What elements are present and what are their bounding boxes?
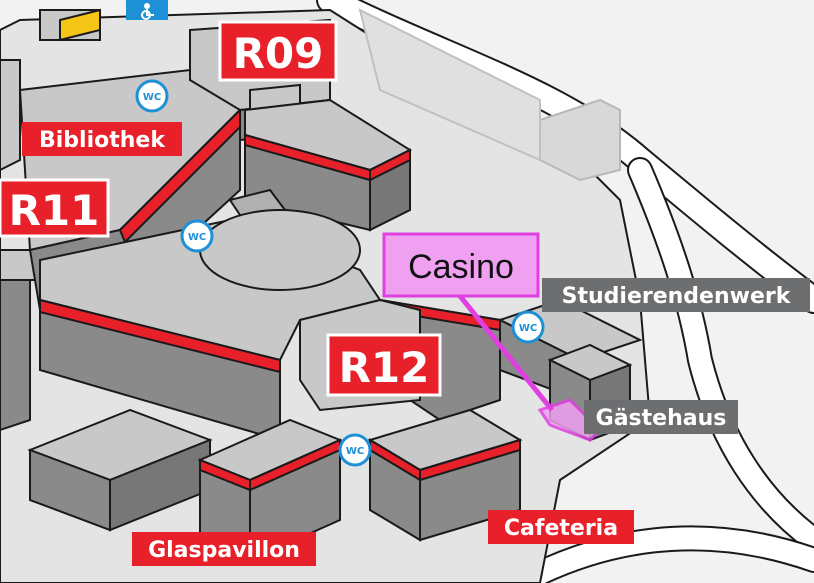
wc-icon[interactable]: WC — [338, 433, 372, 467]
casino-label: Casino — [408, 248, 514, 286]
west-buildings — [0, 8, 101, 432]
label-gaestehaus[interactable]: Gästehaus — [584, 400, 738, 434]
svg-text:Glaspavillon: Glaspavillon — [148, 538, 300, 563]
label-cafeteria[interactable]: Cafeteria — [488, 510, 634, 544]
svg-text:WC: WC — [519, 323, 537, 334]
building-r10 — [228, 98, 413, 247]
svg-text:Bibliothek: Bibliothek — [39, 128, 166, 153]
label-studierendenwerk[interactable]: Studierendenwerk — [542, 278, 810, 312]
svg-text:R09: R09 — [233, 29, 324, 78]
svg-text:Studierendenwerk: Studierendenwerk — [562, 284, 792, 309]
casino-connector — [458, 294, 554, 412]
wc-icon[interactable]: WC — [135, 79, 169, 113]
svg-text:WC: WC — [188, 232, 206, 243]
wheelchair-icon[interactable] — [126, 0, 168, 20]
label-glaspavillon[interactable]: Glaspavillon — [132, 532, 316, 566]
svg-text:Gästehaus: Gästehaus — [596, 406, 727, 431]
building-cafeteria — [367, 408, 523, 542]
wc-icons: WC WC WC WC — [135, 79, 545, 467]
svg-text:WC: WC — [346, 446, 364, 457]
building-sw — [27, 408, 213, 532]
road-south-inner — [509, 527, 814, 583]
svg-text:Cafeteria: Cafeteria — [504, 516, 618, 541]
road-east-inner — [629, 159, 814, 551]
svg-text:WC: WC — [143, 92, 161, 103]
faded-building — [358, 8, 621, 182]
svg-text:R11: R11 — [9, 186, 100, 235]
label-r09[interactable]: R09 — [218, 20, 338, 82]
wc-icon[interactable]: WC — [511, 310, 545, 344]
label-bibliothek[interactable]: Bibliothek — [22, 122, 182, 156]
label-r11[interactable]: R11 — [0, 178, 110, 238]
wc-icon[interactable]: WC — [180, 219, 214, 253]
casino-callout[interactable]: Casino — [382, 232, 540, 298]
svg-text:R12: R12 — [339, 343, 430, 392]
label-r12[interactable]: R12 — [326, 333, 442, 397]
